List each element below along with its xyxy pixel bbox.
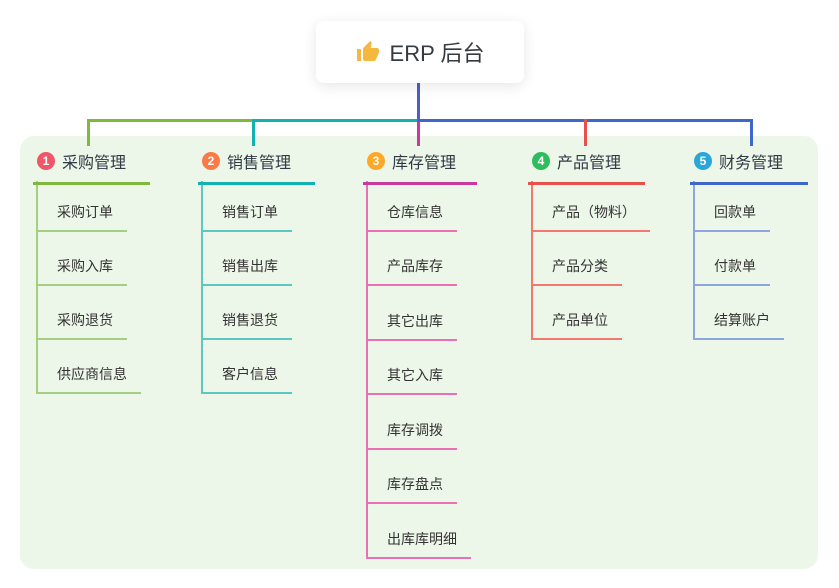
root-node[interactable]: ERP 后台 — [316, 21, 524, 83]
connector-drop-product — [584, 119, 587, 146]
connector-bus-mid-teal — [252, 119, 420, 122]
leaf-node[interactable]: 回款单 — [693, 202, 770, 232]
leaf-node[interactable]: 仓库信息 — [366, 202, 457, 232]
leaf-node[interactable]: 产品单位 — [531, 310, 622, 340]
leaf-node[interactable]: 结算账户 — [693, 310, 784, 340]
branch-header-purchase[interactable]: 1 采购管理 — [33, 149, 150, 185]
leaf-node[interactable]: 采购退货 — [36, 310, 127, 340]
branch-label: 产品管理 — [557, 155, 622, 172]
leaf-node[interactable]: 出库库明细 — [366, 529, 471, 559]
connector-drop-finance — [750, 119, 753, 146]
leaf-node[interactable]: 供应商信息 — [36, 364, 141, 394]
leaf-node[interactable]: 产品（物料） — [531, 202, 650, 232]
branches-panel — [20, 136, 818, 569]
branch-label: 库存管理 — [392, 155, 457, 172]
branch-spine-finance — [693, 181, 695, 340]
branch-label: 财务管理 — [719, 155, 784, 172]
leaf-node[interactable]: 客户信息 — [201, 364, 292, 394]
leaf-node[interactable]: 采购入库 — [36, 256, 127, 286]
branch-number-badge: 2 — [202, 152, 220, 170]
branch-spine-inventory — [366, 181, 368, 559]
leaf-node[interactable]: 库存调拨 — [366, 420, 457, 450]
connector-drop-sales — [252, 119, 255, 146]
leaf-node[interactable]: 其它出库 — [366, 311, 457, 341]
leaf-node[interactable]: 采购订单 — [36, 202, 127, 232]
branch-spine-purchase — [36, 181, 38, 394]
branch-number-badge: 5 — [694, 152, 712, 170]
branch-number-badge: 1 — [37, 152, 55, 170]
branch-number-badge: 4 — [532, 152, 550, 170]
root-node-label: ERP 后台 — [389, 41, 485, 66]
leaf-node[interactable]: 销售退货 — [201, 310, 292, 340]
branch-spine-sales — [201, 181, 203, 394]
branch-header-sales[interactable]: 2 销售管理 — [198, 149, 315, 185]
leaf-node[interactable]: 其它入库 — [366, 365, 457, 395]
branch-number-badge: 3 — [367, 152, 385, 170]
leaf-node[interactable]: 销售出库 — [201, 256, 292, 286]
branch-label: 销售管理 — [227, 155, 292, 172]
branch-label: 采购管理 — [62, 155, 127, 172]
leaf-node[interactable]: 库存盘点 — [366, 474, 457, 504]
branch-spine-product — [531, 181, 533, 340]
leaf-node[interactable]: 产品库存 — [366, 256, 457, 286]
branch-header-finance[interactable]: 5 财务管理 — [690, 149, 808, 185]
connector-root-drop — [417, 83, 420, 119]
branch-header-inventory[interactable]: 3 库存管理 — [363, 149, 477, 185]
leaf-node[interactable]: 产品分类 — [531, 256, 622, 286]
leaf-node[interactable]: 付款单 — [693, 256, 770, 286]
thumbs-up-icon — [356, 40, 380, 64]
branch-header-product[interactable]: 4 产品管理 — [528, 149, 645, 185]
leaf-node[interactable]: 销售订单 — [201, 202, 292, 232]
connector-drop-inventory — [417, 122, 420, 146]
connector-drop-purchase — [87, 119, 90, 146]
connector-bus-left-green — [87, 119, 254, 122]
